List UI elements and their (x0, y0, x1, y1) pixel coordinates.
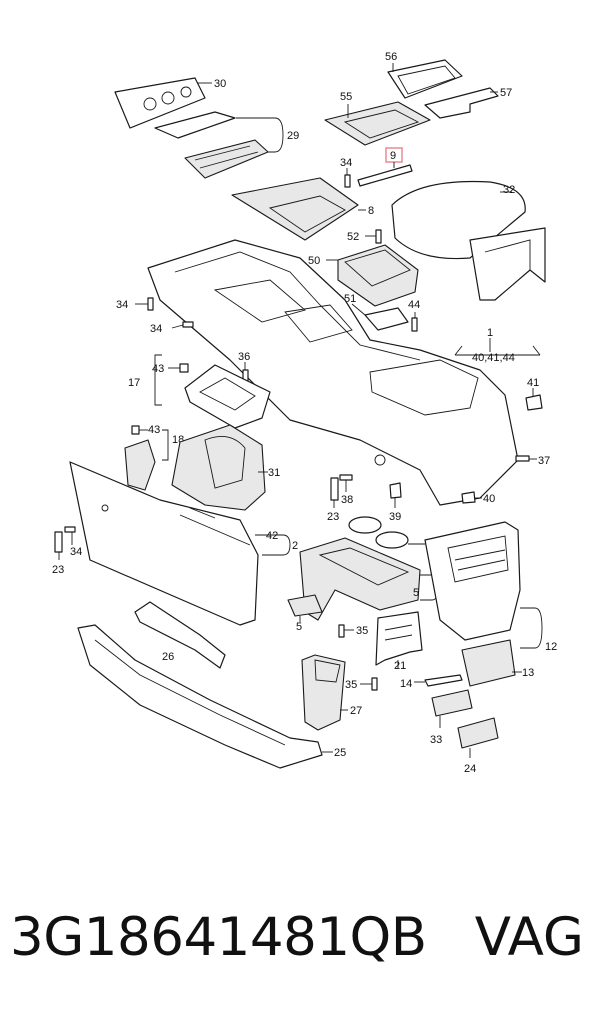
callout-9: 9 (390, 150, 396, 162)
part-30-climate-panel (114, 77, 212, 129)
part-43-upper-clip (168, 363, 189, 373)
callout-34-top: 34 (340, 157, 352, 169)
part-43-lower-clip (131, 425, 148, 435)
callout-21: 21 (394, 660, 406, 672)
callout-27: 27 (350, 705, 362, 717)
bolt-35-upper (338, 624, 354, 638)
part-41-clip (525, 388, 543, 411)
callout-30: 30 (214, 78, 226, 90)
callout-31: 31 (268, 467, 280, 479)
callout-39: 39 (389, 511, 401, 523)
part-17-bracket (154, 354, 271, 429)
bolt-34-top (344, 168, 351, 188)
bolt-37 (515, 455, 537, 462)
callout-14: 14 (400, 678, 412, 690)
callout-33: 33 (430, 734, 442, 746)
part-33-switch-unit (431, 689, 473, 728)
part-number: 3G18641481QB (10, 907, 427, 968)
part-4-cupholder-rings (348, 516, 425, 549)
part-51-switch-panel (351, 303, 409, 331)
callout-37: 37 (538, 455, 550, 467)
callout-5-right: 5 (413, 587, 419, 599)
callout-35-upper: 35 (356, 625, 368, 637)
part-24-usb-module (457, 717, 499, 758)
part-13-display (461, 639, 522, 687)
part-9-trim-strip (357, 147, 413, 187)
part-25-lower-trim (77, 624, 333, 769)
part-18-shift-bracket (124, 429, 169, 491)
callout-1-sub: 40,41,44 (472, 352, 515, 364)
part-31-shifter-housing (171, 424, 268, 511)
part-40-clip (461, 491, 482, 504)
part-23-clip-left (54, 531, 63, 560)
callout-34-lower: 34 (70, 546, 82, 558)
bolt-34-left-upper (135, 297, 154, 311)
callout-44: 44 (408, 299, 420, 311)
part-12-rear-vent-panel (424, 521, 543, 649)
parts-diagram: 30 29 56 55 57 34 9 8 (52, 51, 557, 775)
callout-41: 41 (527, 377, 539, 389)
callout-1: 1 (487, 327, 493, 339)
callout-25: 25 (334, 747, 346, 759)
part-29-trays (154, 111, 284, 179)
callout-8: 8 (368, 205, 374, 217)
part-5-insert (287, 594, 323, 622)
part-50-storage-bin (326, 244, 419, 307)
callout-34-left-lower: 34 (150, 323, 162, 335)
bolt-44 (411, 312, 418, 332)
callout-36: 36 (238, 351, 250, 363)
callout-42: 42 (266, 530, 278, 542)
part-21-bracket (375, 611, 423, 668)
brand-label: VAG (474, 907, 584, 968)
callout-23-center: 23 (327, 511, 339, 523)
callout-50: 50 (308, 255, 320, 267)
callout-13: 13 (522, 667, 534, 679)
part-56-lid (387, 59, 463, 99)
callout-5-left: 5 (296, 621, 302, 633)
part-2-side-panel (69, 461, 291, 626)
callout-52: 52 (347, 231, 359, 243)
part-14-trim-strip (414, 674, 463, 687)
bolt-52 (365, 229, 382, 244)
part-57-bracket (424, 87, 499, 119)
callout-32: 32 (503, 184, 515, 196)
bolt-34-lower (64, 526, 76, 545)
callout-35-lower: 35 (345, 679, 357, 691)
callout-57: 57 (500, 87, 512, 99)
bolt-38 (339, 474, 353, 492)
footer: 3G18641481QB VAG (0, 898, 600, 978)
callout-2: 2 (292, 540, 298, 552)
callout-55: 55 (340, 91, 352, 103)
callout-51: 51 (344, 293, 356, 305)
callout-43-lower: 43 (148, 424, 160, 436)
part-26-trim (134, 601, 226, 669)
callout-29: 29 (287, 130, 299, 142)
part-23-clip-center (330, 477, 339, 508)
callout-26: 26 (162, 651, 174, 663)
callout-34-left-upper: 34 (116, 299, 128, 311)
part-32-armrest (391, 180, 546, 301)
bolt-35-lower (360, 677, 378, 691)
callout-43-upper: 43 (152, 363, 164, 375)
callout-40: 40 (483, 493, 495, 505)
part-8-shift-surround (231, 177, 366, 241)
part-55-tray (324, 101, 431, 146)
callout-38: 38 (341, 494, 353, 506)
part-27-side-trim (301, 654, 348, 731)
bolt-34-left-lower (171, 321, 194, 329)
callout-12: 12 (545, 641, 557, 653)
part-39-clip (389, 482, 402, 508)
callout-24: 24 (464, 763, 476, 775)
callout-17: 17 (128, 377, 140, 389)
callout-56: 56 (385, 51, 397, 63)
callout-23-left: 23 (52, 564, 64, 576)
